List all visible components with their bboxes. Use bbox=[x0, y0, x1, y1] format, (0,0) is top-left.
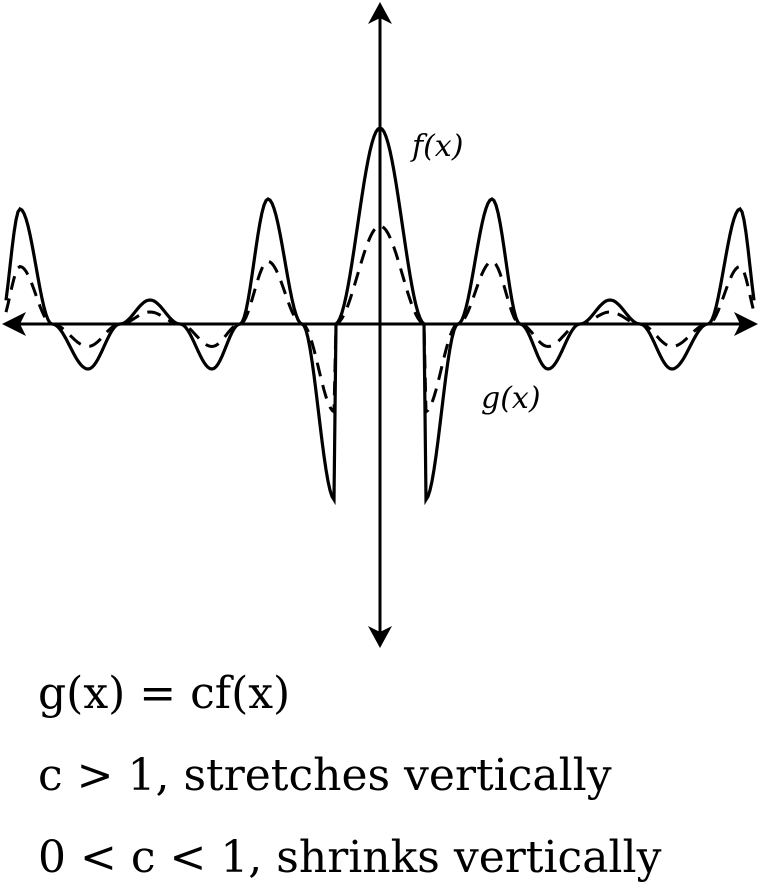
g-curve-label: g(x) bbox=[481, 381, 541, 416]
equation-caption: g(x) = cf(x) bbox=[38, 668, 291, 719]
shrink-caption: 0 < c < 1, shrinks vertically bbox=[38, 832, 662, 883]
f-curve bbox=[4, 126, 756, 506]
x-axis-left-arrow bbox=[2, 312, 26, 336]
g-curve bbox=[4, 224, 756, 415]
y-axis-bottom-arrow bbox=[368, 626, 392, 648]
stretch-caption: c > 1, stretches vertically bbox=[38, 750, 612, 801]
x-axis-right-arrow bbox=[734, 312, 758, 336]
f-curve-label: f(x) bbox=[410, 129, 463, 164]
y-axis-top-arrow bbox=[368, 2, 392, 24]
transformation-diagram: f(x) g(x) bbox=[2, 2, 758, 648]
